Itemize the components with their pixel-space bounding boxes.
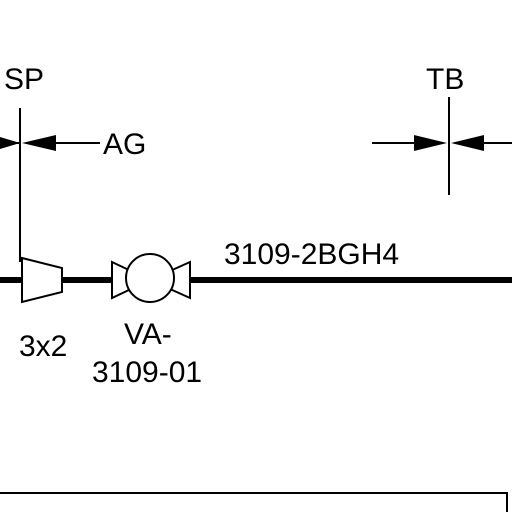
tb-arrow-left [451, 135, 484, 151]
ag-arrow-left [22, 135, 56, 151]
title-block-border [0, 492, 508, 512]
reducer-size-label: 3x2 [19, 330, 67, 363]
reducer-icon [21, 256, 63, 304]
ball-valve-icon [111, 253, 191, 303]
sp-label: SP [4, 63, 44, 96]
line-number-label: 3109-2BGH4 [224, 238, 399, 271]
tb-arrow-right [414, 135, 447, 151]
tb-label: TB [426, 63, 464, 96]
ag-label: AG [103, 128, 146, 161]
sp-arrow-right [0, 137, 20, 149]
valve-tag-line1: VA- [124, 318, 172, 351]
valve-tag-line2: 3109-01 [92, 356, 202, 389]
